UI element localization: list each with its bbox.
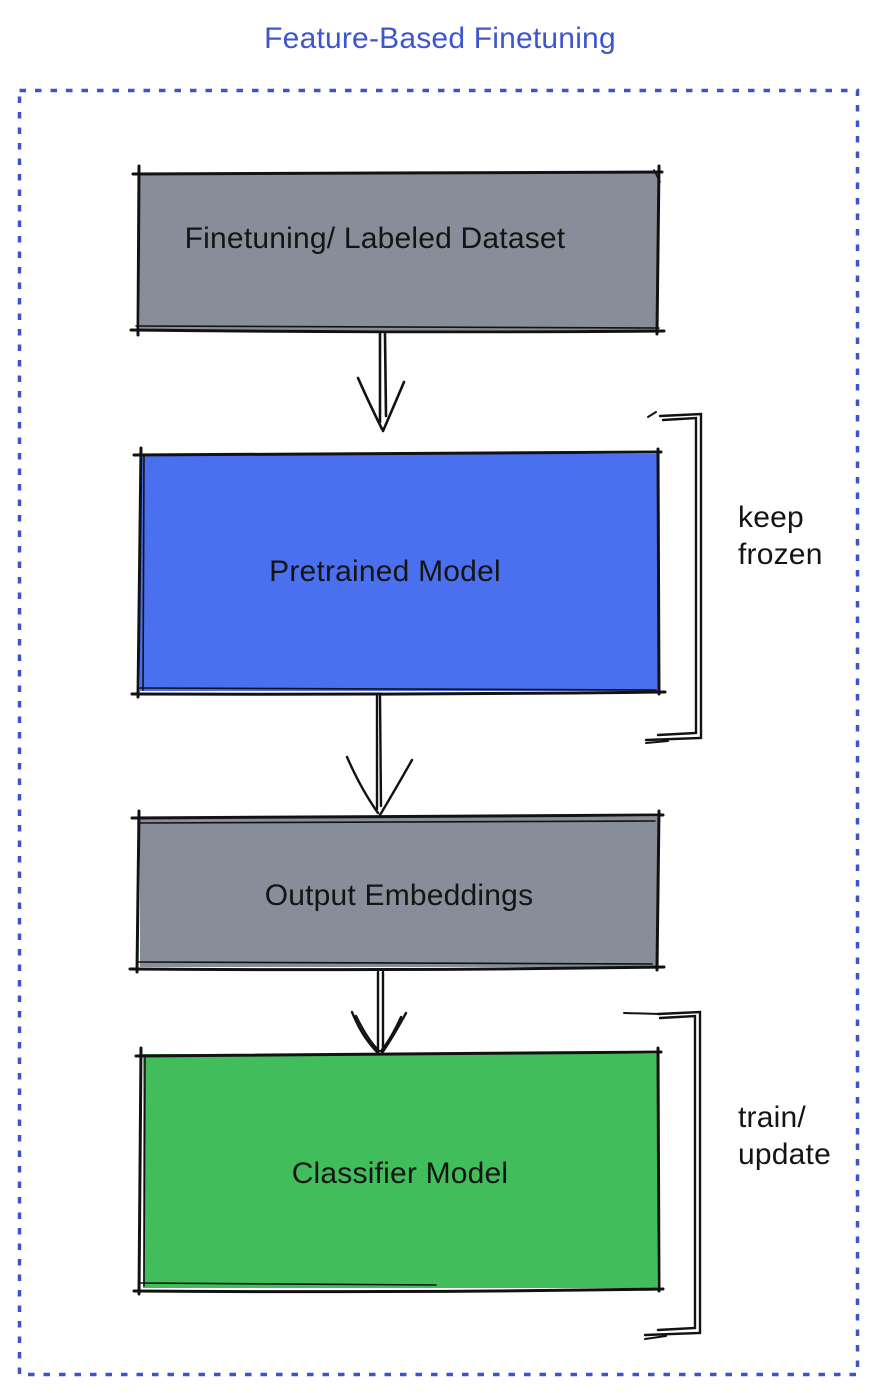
train-update-bracket [623, 1010, 702, 1340]
node-classifier-label: Classifier Model [291, 1157, 509, 1190]
node-dataset-shape [129, 164, 666, 337]
arrow-pretrained-to-embeddings [345, 694, 414, 817]
node-classifier-shape [132, 1046, 665, 1296]
arrow-dataset-to-pretrained [356, 332, 406, 433]
dotted-frame [17, 88, 860, 1377]
node-pretrained-label: Pretrained Model [269, 555, 501, 588]
arrow-embeddings-to-classifier [350, 970, 408, 1055]
node-pretrained-shape [130, 446, 667, 699]
node-dataset-label: Finetuning/ Labeled Dataset [184, 221, 566, 255]
node-embeddings-label: Output Embeddings [264, 879, 534, 912]
train-update-note: train/ update [738, 1101, 831, 1171]
node-embeddings-shape [128, 809, 666, 974]
diagram-title: Feature-Based Finetuning [264, 22, 616, 55]
keep-frozen-bracket [644, 411, 703, 744]
keep-frozen-note: keep frozen [738, 501, 823, 571]
